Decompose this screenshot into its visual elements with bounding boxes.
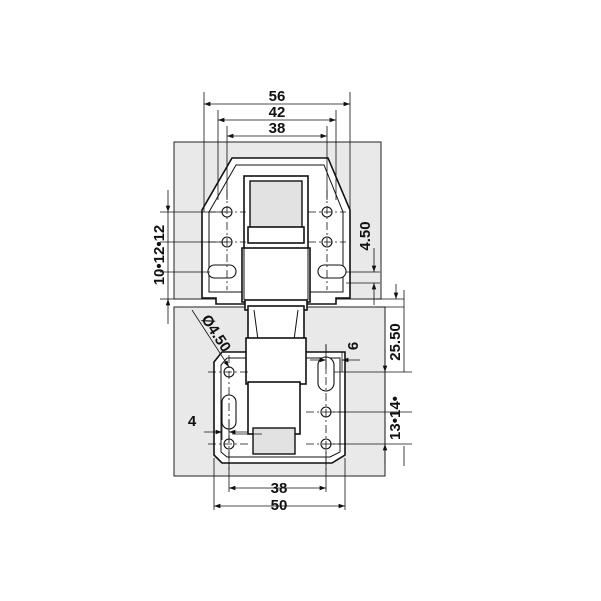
dim-13-14: 13•14•: [387, 396, 404, 440]
upper-right-slot: [317, 264, 347, 279]
bottom-dimensions: 38 50: [213, 450, 346, 514]
dim-6: 6: [345, 342, 362, 350]
upper-left-slot: [207, 264, 237, 279]
dim-25-50: 25.50: [387, 323, 404, 361]
hinge-body: [241, 175, 311, 455]
top-dimensions: 56 42 38: [203, 88, 351, 212]
dim-4-50-right: 4.50: [357, 221, 374, 250]
dim-4-left: 4: [188, 413, 197, 430]
left-slot-dimension: 4: [188, 413, 262, 440]
dim-38-bottom: 38: [271, 480, 288, 497]
right-top-dimension: 4.50: [346, 221, 380, 305]
left-vertical-dimensions: 10•12•12: [151, 190, 226, 324]
dim-50: 50: [271, 497, 288, 514]
dim-42: 42: [269, 104, 286, 121]
dim-38-top: 38: [269, 120, 286, 137]
right-lower-dimensions: 6 13•14• 25.50: [310, 290, 412, 466]
dim-10-12-12: 10•12•12: [151, 225, 168, 286]
panel-gap-marks: [376, 284, 404, 308]
dim-56: 56: [269, 88, 286, 105]
